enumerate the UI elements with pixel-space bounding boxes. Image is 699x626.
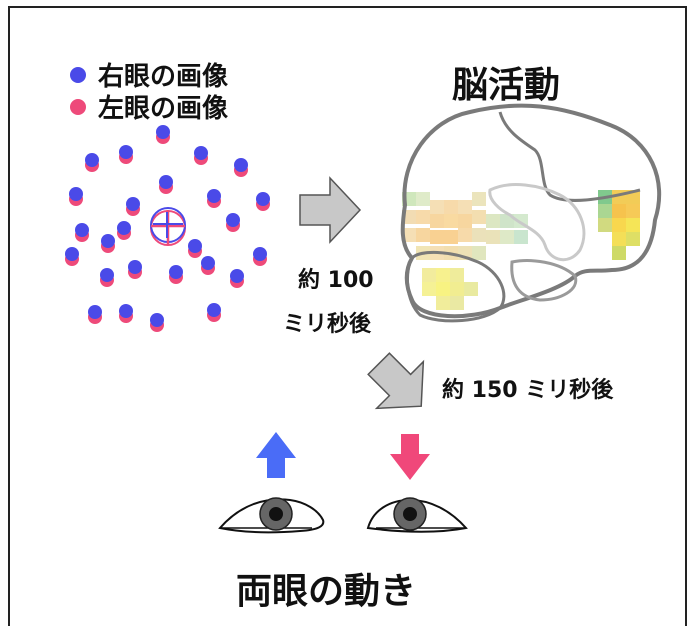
right-eye-dot <box>69 187 83 201</box>
legend-left-eye-label: 左眼の画像 <box>98 94 229 124</box>
heatmap-cell <box>598 204 612 218</box>
heatmap-cell <box>450 282 464 296</box>
right-eye-dot <box>194 146 208 160</box>
arrow-diagonal-gray <box>367 352 425 410</box>
right-eye-dot <box>156 125 170 139</box>
heatmap-cell <box>450 268 464 282</box>
delay-100-line1: 約 100 <box>298 268 374 293</box>
heatmap-cell <box>436 268 450 282</box>
left-eye-dot-icon <box>70 98 86 115</box>
right-eye-dot <box>75 223 89 237</box>
arrow-up-icon <box>256 432 296 478</box>
heatmap-cell <box>450 296 464 310</box>
right-eye-dot <box>201 256 215 270</box>
right-eye-dot <box>234 158 248 172</box>
heatmap-cell <box>416 192 430 206</box>
delay-150-label: 約 150 ミリ秒後 <box>442 378 614 403</box>
right-eye-dot-icon <box>70 66 86 83</box>
brain-activity-title: 脳活動 <box>452 65 561 106</box>
heatmap-cell <box>486 214 500 228</box>
heatmap-cell <box>612 218 626 232</box>
cerebellum <box>510 259 578 302</box>
heatmap-cell <box>500 230 514 244</box>
heatmap-cell <box>416 228 430 242</box>
right-eye-dot <box>119 304 133 318</box>
heatmap-cell <box>436 296 450 310</box>
heatmap-cell <box>472 246 486 260</box>
heatmap-cell <box>464 282 478 296</box>
heatmap-cell <box>514 230 528 244</box>
delay-100-line2: ミリ秒後 <box>283 312 372 337</box>
heatmap-cell <box>436 282 450 296</box>
heatmap-cell <box>444 230 458 244</box>
right-eye-dot <box>126 197 140 211</box>
heatmap-cell <box>416 210 430 224</box>
right-eye-dot <box>101 234 115 248</box>
right-eye-dot <box>256 192 270 206</box>
heatmap-cell <box>472 210 486 224</box>
fixation-cross <box>150 207 186 246</box>
heatmap-cell <box>430 200 444 214</box>
brain-sulcus <box>498 111 641 202</box>
right-eye-dot <box>117 221 131 235</box>
heatmap-cell <box>422 282 436 296</box>
legend-right-eye: 右眼の画像 <box>70 56 228 93</box>
heatmap-cell <box>486 230 500 244</box>
heatmap-cell <box>626 218 640 232</box>
deep-structure <box>488 183 586 261</box>
right-eye-dot <box>207 303 221 317</box>
right-eye-dot <box>207 189 221 203</box>
right-eye-dot <box>100 268 114 282</box>
right-eye-dot <box>85 153 99 167</box>
heatmap-cell <box>458 200 472 214</box>
figure-frame <box>8 6 687 626</box>
temporal-lobe <box>406 250 506 323</box>
brain-activity-map <box>400 103 662 323</box>
activation-heatmap <box>402 190 640 310</box>
heatmap-cell <box>472 228 486 242</box>
heatmap-cell <box>598 218 612 232</box>
dot-stimulus <box>65 125 270 332</box>
heatmap-cell <box>458 214 472 228</box>
right-eye-dot <box>150 313 164 327</box>
eye-right-icon <box>366 497 468 533</box>
right-eye-dot <box>230 269 244 283</box>
legend-left-eye: 左眼の画像 <box>70 88 228 125</box>
heatmap-cell <box>430 230 444 244</box>
heatmap-cell <box>430 214 444 228</box>
right-eye-dot <box>159 175 173 189</box>
arrow-down-icon <box>390 434 430 480</box>
right-eye-dot <box>169 265 183 279</box>
heatmap-cell <box>444 214 458 228</box>
heatmap-cell <box>612 232 626 246</box>
heatmap-cell <box>444 200 458 214</box>
heatmap-cell <box>500 214 514 228</box>
heatmap-cell <box>472 192 486 206</box>
heatmap-cell <box>626 204 640 218</box>
heatmap-cell <box>458 228 472 242</box>
eye-left-icon <box>218 497 325 534</box>
right-eye-dot <box>226 213 240 227</box>
heatmap-cell <box>626 232 640 246</box>
heatmap-cell <box>612 246 626 260</box>
right-eye-dot <box>119 145 133 159</box>
right-eye-dot <box>65 247 79 261</box>
heatmap-cell <box>612 204 626 218</box>
right-eye-dot <box>128 260 142 274</box>
heatmap-cell <box>422 268 436 282</box>
right-eye-dot <box>88 305 102 319</box>
eye-movement-title: 両眼の動き <box>236 571 417 612</box>
arrow-right-gray <box>299 176 362 244</box>
right-eye-dot <box>253 247 267 261</box>
legend-right-eye-label: 右眼の画像 <box>98 62 229 92</box>
right-eye-dot <box>188 239 202 253</box>
heatmap-cell <box>402 228 416 242</box>
